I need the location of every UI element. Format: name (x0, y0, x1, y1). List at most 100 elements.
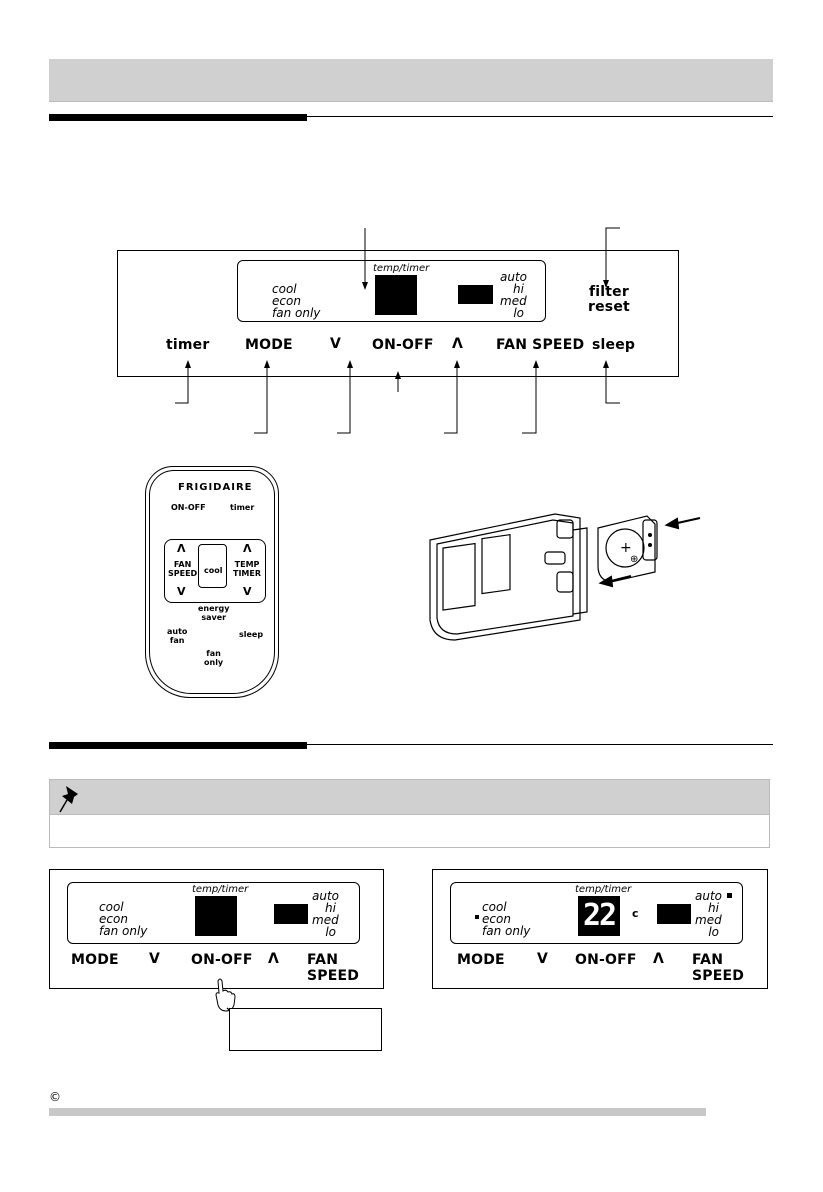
control-panel: temp/timer cool econ fan only auto hi me… (117, 250, 679, 377)
section-rule-thin-1 (307, 116, 773, 117)
remote-brand: FRIGIDAIRE (178, 482, 253, 493)
section-rule-thick-1 (49, 114, 307, 121)
mini-fan-list-on: auto hi med lo (695, 889, 723, 939)
remote-sleep-button[interactable]: sleep (239, 630, 264, 639)
section-rule-thick-2 (49, 742, 307, 749)
mini-fan-speed-button-on[interactable]: FAN SPEED (692, 952, 745, 984)
remote-fan-only-line1: fan (206, 649, 221, 658)
fan-med: med (500, 294, 527, 308)
mini-up-button-on[interactable]: Λ (653, 951, 665, 967)
temp-unit: c (632, 907, 639, 920)
mini-fan-speed-button-off[interactable]: FAN SPEED (307, 952, 360, 984)
panel-display: temp/timer cool econ fan only auto hi me… (237, 260, 546, 322)
fan-auto: auto (500, 270, 528, 284)
pushpin-icon (59, 786, 78, 813)
temp-display-block (375, 275, 417, 315)
battery-install-illustration: + ⊕ (429, 513, 701, 641)
econ-indicator-icon (475, 915, 479, 919)
svg-text:⊕: ⊕ (630, 554, 638, 565)
up-button[interactable]: Λ (452, 336, 464, 352)
mini-mode-list-on: cool econ fan only (482, 901, 530, 937)
remote-energy-saver-line1: energy (198, 604, 230, 613)
timer-button[interactable]: timer (166, 337, 210, 353)
mini-mode-fan-only-off: fan only (99, 924, 148, 938)
mini-display-label-off: temp/timer (192, 884, 249, 895)
remote-auto-fan-line2: fan (169, 636, 185, 645)
remote-temp-timer-label: TEMP TIMER (233, 560, 261, 578)
filter-reset-button[interactable]: filter reset (588, 285, 630, 315)
remote-on-off-button[interactable]: ON-OFF (171, 503, 206, 512)
mini-fan-lo-on: lo (708, 925, 719, 939)
fan-display-block (458, 285, 493, 304)
remote-auto-fan-line1: auto (167, 627, 188, 636)
fan-hi: hi (513, 282, 524, 296)
filter-reset-line2: reset (588, 299, 630, 315)
display-label: temp/timer (373, 263, 430, 274)
remote-temp-timer-line2: TIMER (233, 569, 262, 578)
copyright-symbol: © (49, 1090, 61, 1104)
footer-bar (49, 1108, 706, 1116)
sleep-button[interactable]: sleep (592, 337, 636, 353)
mini-on-off-button-off[interactable]: ON-OFF (191, 952, 253, 968)
mini-panel-on: temp/timer 22 c cool econ fan only auto … (432, 869, 768, 989)
mini-fan-block-on (657, 904, 691, 924)
mini-fan-med-off: med (312, 913, 339, 927)
mini-fan-lo-off: lo (325, 925, 336, 939)
header-bar (49, 59, 773, 102)
callout-box (229, 1008, 382, 1051)
mini-fan-auto-on: auto (695, 889, 723, 903)
remote-temp-down-button[interactable]: V (243, 585, 252, 598)
mini-up-button-off[interactable]: Λ (268, 951, 280, 967)
remote-fan-speed-line2: SPEED (168, 569, 198, 578)
remote-energy-saver-line2: saver (201, 613, 227, 622)
mini-mode-fan-only-on: fan only (482, 924, 531, 938)
mini-down-button-on[interactable]: V (537, 951, 549, 967)
mini-mode-button-off[interactable]: MODE (71, 952, 119, 968)
down-button[interactable]: V (330, 336, 342, 352)
remote-fan-only-line2: only (204, 658, 224, 667)
remote-fan-down-button[interactable]: V (177, 585, 186, 598)
temp-readout: 22 (582, 898, 617, 933)
mini-mode-list-off: cool econ fan only (99, 901, 147, 937)
note-header (50, 780, 769, 815)
mini-mode-cool-on: cool (482, 900, 507, 914)
fan-speed-list: auto hi med lo (500, 270, 528, 320)
mini-fan-med-on: med (695, 913, 722, 927)
remote-inner-outline (149, 470, 275, 694)
mini-fan-block-off (274, 904, 308, 924)
mode-button[interactable]: MODE (245, 337, 293, 353)
mode-econ: econ (272, 294, 301, 308)
remote-temp-timer-line1: TEMP (234, 560, 260, 569)
remote-control: FRIGIDAIRE ON-OFF timer cool Λ FAN SPEED… (145, 466, 279, 698)
mini-temp-block-on (578, 896, 620, 936)
section-rule-thin-2 (307, 744, 773, 745)
mini-fan-hi-off: hi (325, 901, 336, 915)
svg-text:+: + (620, 540, 632, 556)
mini-temp-block-off (195, 896, 237, 936)
mini-mode-econ-on: econ (482, 912, 511, 926)
remote-energy-saver-button[interactable]: energy saver (198, 604, 229, 622)
remote-control-cluster: cool Λ FAN SPEED V Λ TEMP TIMER V (164, 539, 266, 603)
remote-fan-only-button[interactable]: fan only (204, 649, 223, 667)
mini-mode-econ-off: econ (99, 912, 128, 926)
remote-timer-button[interactable]: timer (230, 503, 255, 512)
mini-mode-button-on[interactable]: MODE (457, 952, 505, 968)
remote-auto-fan-button[interactable]: auto fan (167, 627, 187, 645)
fan-speed-button[interactable]: FAN SPEED (496, 337, 585, 353)
mode-cool: cool (272, 282, 297, 296)
fan-lo: lo (513, 306, 524, 320)
mini-fan-list-off: auto hi med lo (312, 890, 339, 939)
mini-panel-off: temp/timer cool econ fan only auto hi me… (49, 869, 384, 989)
remote-temp-up-button[interactable]: Λ (243, 542, 252, 555)
mode-fan-only: fan only (272, 306, 321, 320)
remote-cool-label: cool (204, 566, 223, 575)
mini-mode-cool-off: cool (99, 900, 124, 914)
note-box (49, 779, 770, 848)
mini-display-label-on: temp/timer (575, 884, 632, 895)
on-off-button[interactable]: ON-OFF (372, 337, 434, 353)
mini-down-button-off[interactable]: V (149, 951, 161, 967)
remote-fan-up-button[interactable]: Λ (177, 542, 186, 555)
mini-on-off-button-on[interactable]: ON-OFF (575, 952, 637, 968)
mini-display-off: temp/timer cool econ fan only auto hi me… (67, 882, 360, 944)
